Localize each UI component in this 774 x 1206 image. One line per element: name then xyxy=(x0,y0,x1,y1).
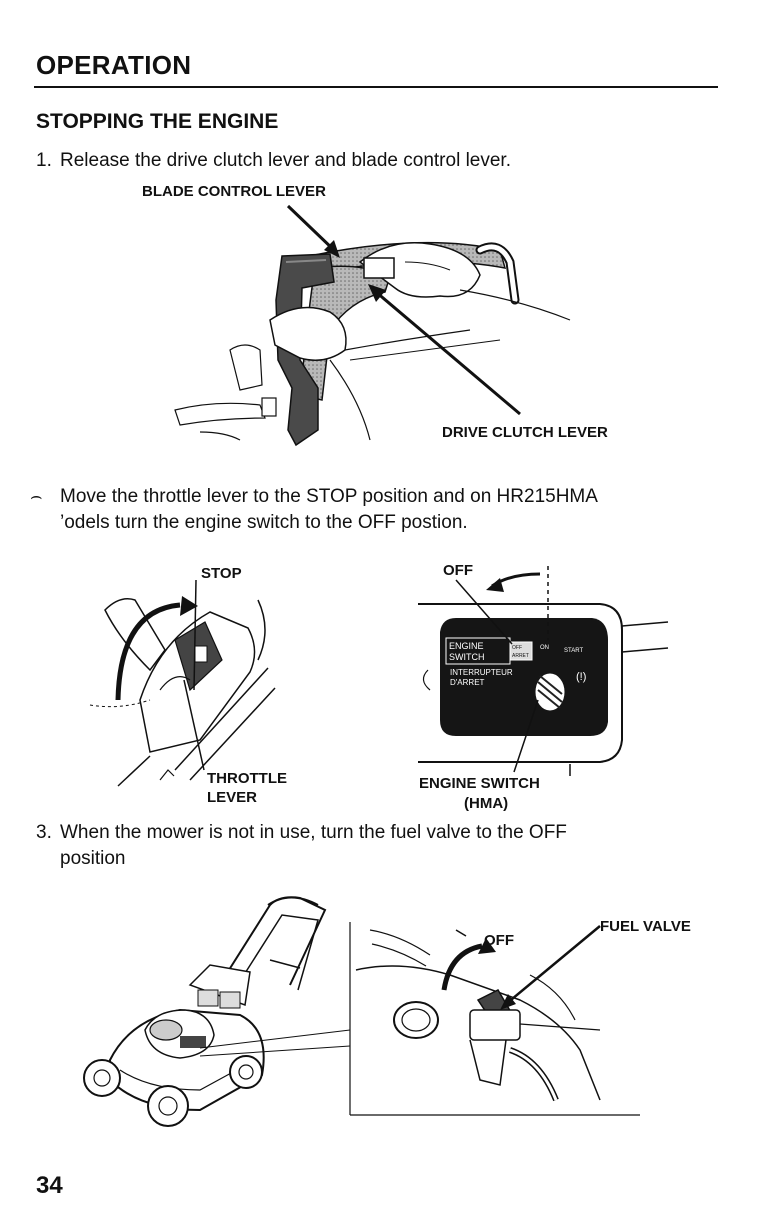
step-1-number: 1. xyxy=(36,150,52,171)
step-2-line2: ’odels turn the engine switch to the OFF… xyxy=(60,512,468,533)
panel-key-symbol: (!) xyxy=(576,671,586,683)
figure-engine-switch: ENGINE SWITCH OFF ARRET ON START INTERRU… xyxy=(418,566,669,776)
step-3: 3. When the mower is not in use, turn the… xyxy=(36,820,567,845)
off-label-switch: OFF xyxy=(443,562,473,579)
panel-off-text: OFF xyxy=(512,645,522,651)
page-number: 34 xyxy=(36,1172,63,1199)
engine-switch-label-line2: (HMA) xyxy=(464,795,509,812)
step-1: 1. Release the drive clutch lever and bla… xyxy=(36,148,511,173)
panel-engine-text: ENGINE xyxy=(449,641,484,651)
panel-start-text: START xyxy=(564,648,583,654)
panel-switch-text: SWITCH xyxy=(449,652,485,662)
subheading: STOPPING THE ENGINE xyxy=(36,110,279,133)
fuel-off-label: OFF xyxy=(484,932,514,949)
engine-switch-label-line1: ENGINE SWITCH xyxy=(419,775,540,792)
section-title: OPERATION xyxy=(36,50,192,80)
fuel-valve-label: FUEL VALVE xyxy=(600,918,691,935)
throttle-lever-label-line2: LEVER xyxy=(207,789,258,806)
step-3-number: 3. xyxy=(36,822,52,843)
step-2-text-line1: Move the throttle lever to the STOP posi… xyxy=(60,486,598,507)
header-rule xyxy=(34,86,718,88)
step-2: ⌢ Move the throttle lever to the STOP pos… xyxy=(30,484,598,509)
drive-clutch-lever-label: DRIVE CLUTCH LEVER xyxy=(442,424,608,441)
blade-control-lever-label: BLADE CONTROL LEVER xyxy=(142,183,326,200)
panel-on-text: ON xyxy=(540,645,549,651)
panel-darret-text: D'ARRET xyxy=(450,678,485,687)
step-2-number: ⌢ xyxy=(30,486,43,507)
step-3-line2: position xyxy=(60,848,126,869)
throttle-lever-label-line1: THROTTLE xyxy=(207,770,287,787)
stop-label: STOP xyxy=(201,565,242,582)
figure-blade-drive-levers xyxy=(174,204,571,447)
step-1-text: Release the drive clutch lever and blade… xyxy=(60,150,511,171)
figure-throttle-lever xyxy=(89,579,276,787)
panel-interrupteur-text: INTERRUPTEUR xyxy=(450,668,513,677)
figure-lawn-mower xyxy=(83,896,640,1127)
panel-arret-text: ARRET xyxy=(512,653,529,659)
figure-fuel-valve xyxy=(355,925,601,1102)
step-3-text-line1: When the mower is not in use, turn the f… xyxy=(60,822,567,843)
